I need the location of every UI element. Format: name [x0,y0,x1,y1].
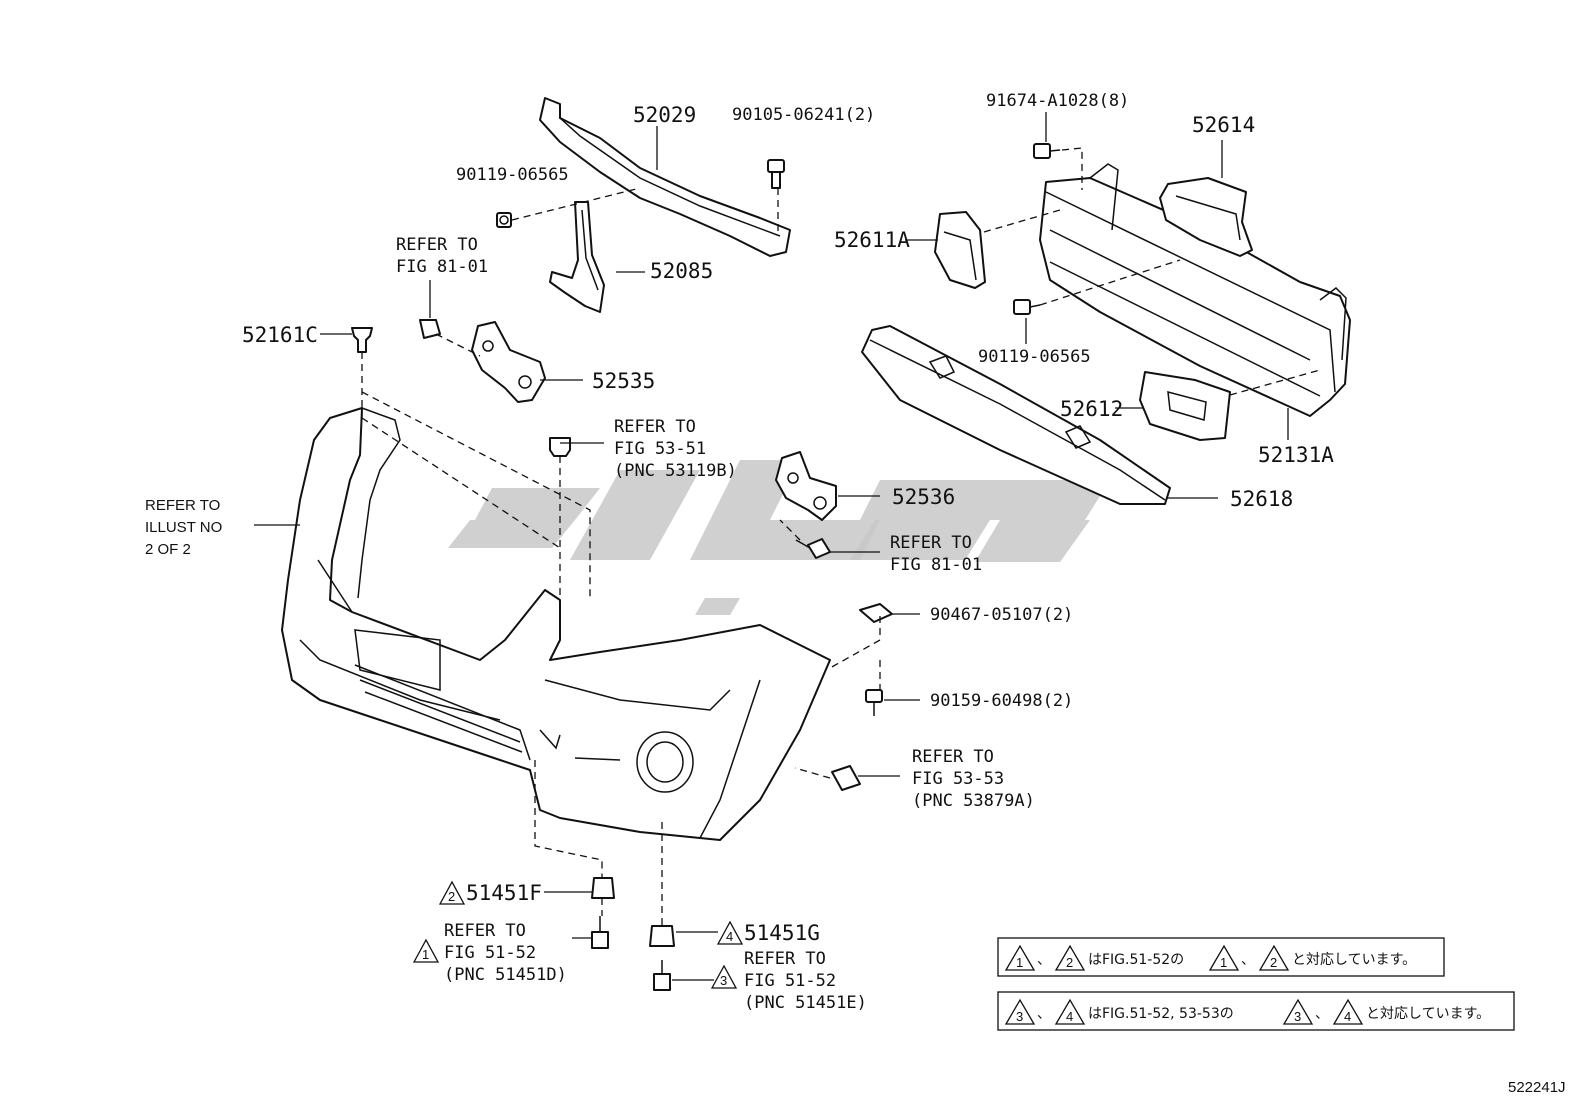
label-refer-51-52-d-line2: FIG 51-52 [444,943,536,963]
note-box-2: 3 、 4 はFIG.51-52, 53-53の 3 、 4 と対応しています。 [997,991,1515,1031]
label-90119-06565-lower: 90119-06565 [978,347,1091,367]
clip-52161C [351,327,373,353]
label-52131A: 52131A [1258,443,1334,467]
svg-text:3: 3 [720,973,727,988]
watermark-logo [448,460,1110,615]
label-52536: 52536 [892,485,955,509]
label-90467-05107: 90467-05107(2) [930,605,1073,625]
label-90105-06241: 90105-06241(2) [732,105,875,125]
svg-text:はFIG.51-52の: はFIG.51-52の [1088,952,1184,968]
label-refer-51-52-d-line3: (PNC 51451D) [444,965,567,985]
bolt-90159-60498 [865,689,883,716]
part-52085-drawing [549,201,605,313]
svg-text:、: 、 [1037,952,1051,968]
part-52536-drawing [775,451,837,521]
bolt-refer-51-52-e [653,960,671,991]
part-52029-drawing [539,97,791,257]
label-illust-line3: 2 OF 2 [145,541,191,558]
fastener-refer-53-51 [549,437,571,457]
clip-51451G [649,925,675,947]
bolt-91674-A1028 [1033,143,1061,159]
label-52614: 52614 [1192,113,1255,137]
label-refer-53-51-line1: REFER TO [614,417,696,437]
triangle-markers: 2 1 4 3 [412,880,744,989]
bolt-90105-06241 [767,159,785,189]
assembly-lines [361,147,1321,926]
label-52612: 52612 [1060,397,1123,421]
bolt-90119-06565-lower [1013,299,1041,315]
marker-2-51451F: 2 [438,880,466,905]
label-refer-51-52-e-line1: REFER TO [744,949,826,969]
label-illust-line1: REFER TO [145,497,220,514]
svg-text:と対応しています。: と対応しています。 [1292,952,1416,968]
label-refer-51-52-e-line3: (PNC 51451E) [744,993,867,1013]
svg-text:1: 1 [422,947,429,962]
svg-text:4: 4 [1066,1009,1073,1024]
svg-text:3: 3 [1294,1009,1301,1024]
figure-id: 522241J [1508,1079,1566,1096]
svg-text:、: 、 [1315,1006,1329,1022]
label-refer-53-51-line3: (PNC 53119B) [614,461,737,481]
part-52614-drawing [1159,177,1253,257]
svg-text:と対応しています。: と対応しています。 [1366,1006,1490,1022]
marker-1-refer-d: 1 [412,938,440,963]
label-52535: 52535 [592,369,655,393]
label-90159-60498: 90159-60498(2) [930,691,1073,711]
svg-text:4: 4 [1344,1009,1351,1024]
part-52535-drawing [471,321,546,403]
label-illust-line2: ILLUST NO [145,519,222,536]
label-52618: 52618 [1230,487,1293,511]
label-90119-06565-upper: 90119-06565 [456,165,569,185]
label-refer-51-52-d-line1: REFER TO [444,921,526,941]
label-52085: 52085 [650,259,713,283]
label-refer-53-53-line3: (PNC 53879A) [912,791,1035,811]
label-refer-51-52-e-line2: FIG 51-52 [744,971,836,991]
connector-refer-53-53 [831,765,861,791]
label-52029: 52029 [633,103,696,127]
label-51451F: 51451F [466,881,542,905]
part-labels: 52029 90105-06241(2) 91674-A1028(8) 5261… [145,91,1334,1013]
part-52612-drawing [1139,371,1231,441]
note-box-1: 1 、 2 はFIG.51-52の 1 、 2 と対応しています。 [997,937,1445,977]
svg-text:4: 4 [726,929,733,944]
label-refer-53-51-line2: FIG 53-51 [614,439,706,459]
bumper-cover-drawing [281,407,831,841]
label-refer-53-53-line1: REFER TO [912,747,994,767]
svg-text:1: 1 [1016,955,1023,970]
label-51451G: 51451G [744,921,820,945]
clip-51451F [591,877,615,899]
label-52611A: 52611A [834,228,910,252]
leader-lines [254,112,1289,981]
svg-text:2: 2 [448,889,455,904]
bolt-90119-06565-upper [496,212,512,228]
svg-text:3: 3 [1016,1009,1023,1024]
label-refer-81-01-right-line2: FIG 81-01 [890,555,982,575]
svg-text:2: 2 [1066,955,1073,970]
svg-text:、: 、 [1037,1006,1051,1022]
label-52161C: 52161C [242,323,318,347]
svg-text:、: 、 [1241,952,1255,968]
svg-text:2: 2 [1270,955,1277,970]
svg-text:1: 1 [1220,955,1227,970]
label-refer-53-53-line2: FIG 53-53 [912,769,1004,789]
part-52611A-drawing [934,211,986,289]
nut-refer-81-01-left [419,319,441,339]
bolt-refer-51-52-d [591,916,609,949]
label-refer-81-01-left-line1: REFER TO [396,235,478,255]
label-refer-81-01-right-line1: REFER TO [890,533,972,553]
label-refer-81-01-left-line2: FIG 81-01 [396,257,488,277]
svg-text:はFIG.51-52, 53-53の: はFIG.51-52, 53-53の [1088,1006,1234,1022]
marker-3-refer-e: 3 [710,964,738,989]
label-91674-A1028: 91674-A1028(8) [986,91,1129,111]
part-52618-drawing [861,325,1171,505]
marker-4-51451G: 4 [716,920,744,945]
clip-90467-05107 [859,603,893,623]
